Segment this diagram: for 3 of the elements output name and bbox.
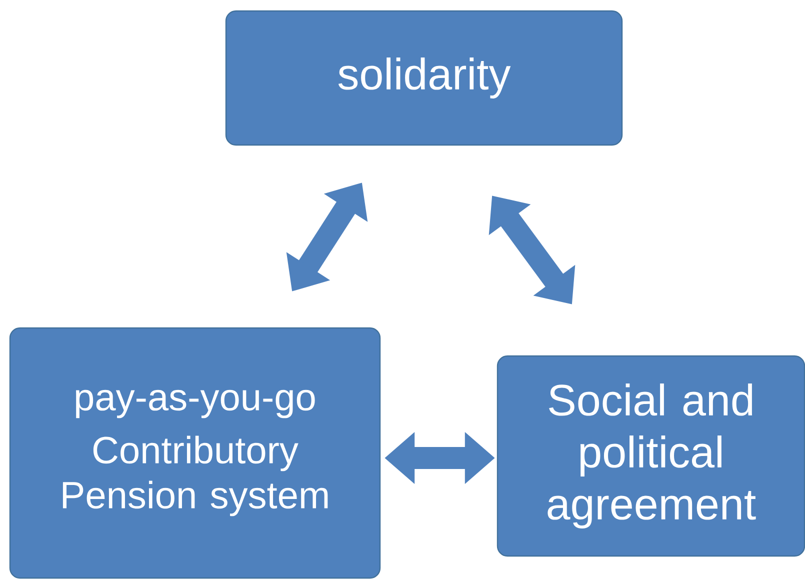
process-box: solidarity: [225, 10, 623, 146]
process-box: Social and political agreement: [496, 355, 805, 557]
process-box: pay-as-you-go Contributory Pension system: [9, 327, 381, 579]
